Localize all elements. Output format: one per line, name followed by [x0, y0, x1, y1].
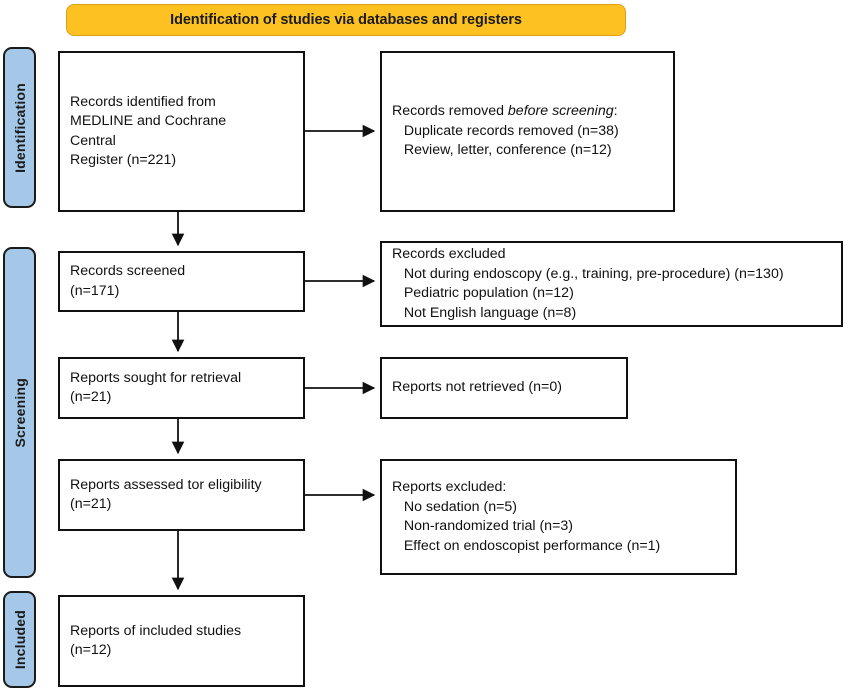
box-records-excluded: Records excluded Not during endoscopy (e…: [380, 241, 843, 327]
records-screened-line1: Records screened: [70, 263, 186, 279]
records-identified-line3: Central: [70, 132, 116, 149]
stage-tab-identification-label: Identification: [11, 82, 28, 173]
box-reports-sought-text: Reports sought for retrieval (n=21): [60, 369, 251, 408]
box-reports-included-text: Reports of included studies (n=12): [60, 622, 251, 661]
diagram-header-banner: Identification of studies via databases …: [66, 4, 626, 36]
reports-sought-line2: (n=21): [70, 389, 112, 405]
records-identified-line1: Records identified from: [70, 93, 216, 110]
reports-sought-line1: Reports sought for retrieval: [70, 369, 242, 386]
reports-assessed-line1: Reports assessed tor eligibility: [70, 476, 262, 493]
reports-assessed-line2: (n=21): [70, 496, 112, 512]
records-removed-heading-italic: before screening: [507, 103, 614, 120]
box-records-screened: Records screened (n=171): [58, 251, 305, 312]
box-reports-not-retrieved: Reports not retrieved (n=0): [380, 357, 628, 419]
box-reports-sought: Reports sought for retrieval (n=21): [58, 357, 305, 419]
box-records-removed-text: Records removed before screening: Duplic…: [382, 102, 629, 161]
stage-tab-included: Included: [3, 591, 36, 688]
box-reports-included: Reports of included studies (n=12): [58, 595, 305, 687]
records-identified-line4: Register (n=221): [70, 152, 177, 168]
reports-excluded-line2: No sedation (n=5): [392, 498, 518, 515]
box-reports-assessed-text: Reports assessed tor eligibility (n=21): [60, 476, 272, 515]
box-records-removed: Records removed before screening: Duplic…: [380, 51, 675, 212]
records-removed-heading-suffix: :: [613, 103, 618, 120]
stage-tab-included-label: Included: [11, 609, 28, 670]
reports-excluded-line3: Non-randomized trial (n=3): [392, 518, 573, 534]
records-identified-line2: MEDLINE and Cochrane: [70, 113, 227, 129]
box-reports-assessed: Reports assessed tor eligibility (n=21): [58, 459, 305, 531]
records-screened-line2: (n=171): [70, 282, 120, 299]
records-excluded-line4: Not English language (n=8): [392, 304, 577, 321]
reports-excluded-line1: Reports excluded:: [392, 479, 507, 495]
reports-included-line2: (n=12): [70, 642, 112, 658]
records-excluded-line2: Not during endoscopy (e.g., training, pr…: [392, 265, 784, 282]
reports-included-line1: Reports of included studies: [70, 622, 242, 639]
records-removed-heading-prefix: Records removed: [392, 103, 508, 120]
stage-tab-identification: Identification: [3, 47, 36, 208]
box-reports-excluded: Reports excluded: No sedation (n=5) Non-…: [380, 459, 737, 575]
reports-excluded-line4: Effect on endoscopist performance (n=1): [392, 537, 661, 554]
box-reports-excluded-text: Reports excluded: No sedation (n=5) Non-…: [382, 478, 670, 556]
records-removed-line1: Duplicate records removed (n=38): [392, 122, 619, 139]
box-reports-not-retrieved-text: Reports not retrieved (n=0): [382, 378, 572, 398]
reports-not-retrieved-line1: Reports not retrieved (n=0): [392, 379, 562, 396]
records-excluded-line3: Pediatric population (n=12): [392, 285, 574, 301]
box-records-screened-text: Records screened (n=171): [60, 262, 195, 301]
box-records-excluded-text: Records excluded Not during endoscopy (e…: [382, 245, 794, 323]
stage-tab-screening: Screening: [3, 247, 36, 578]
records-removed-line2: Review, letter, conference (n=12): [392, 142, 612, 159]
records-excluded-line1: Records excluded: [392, 246, 506, 262]
diagram-header-title: Identification of studies via databases …: [170, 12, 522, 28]
stage-tab-screening-label: Screening: [11, 377, 28, 448]
